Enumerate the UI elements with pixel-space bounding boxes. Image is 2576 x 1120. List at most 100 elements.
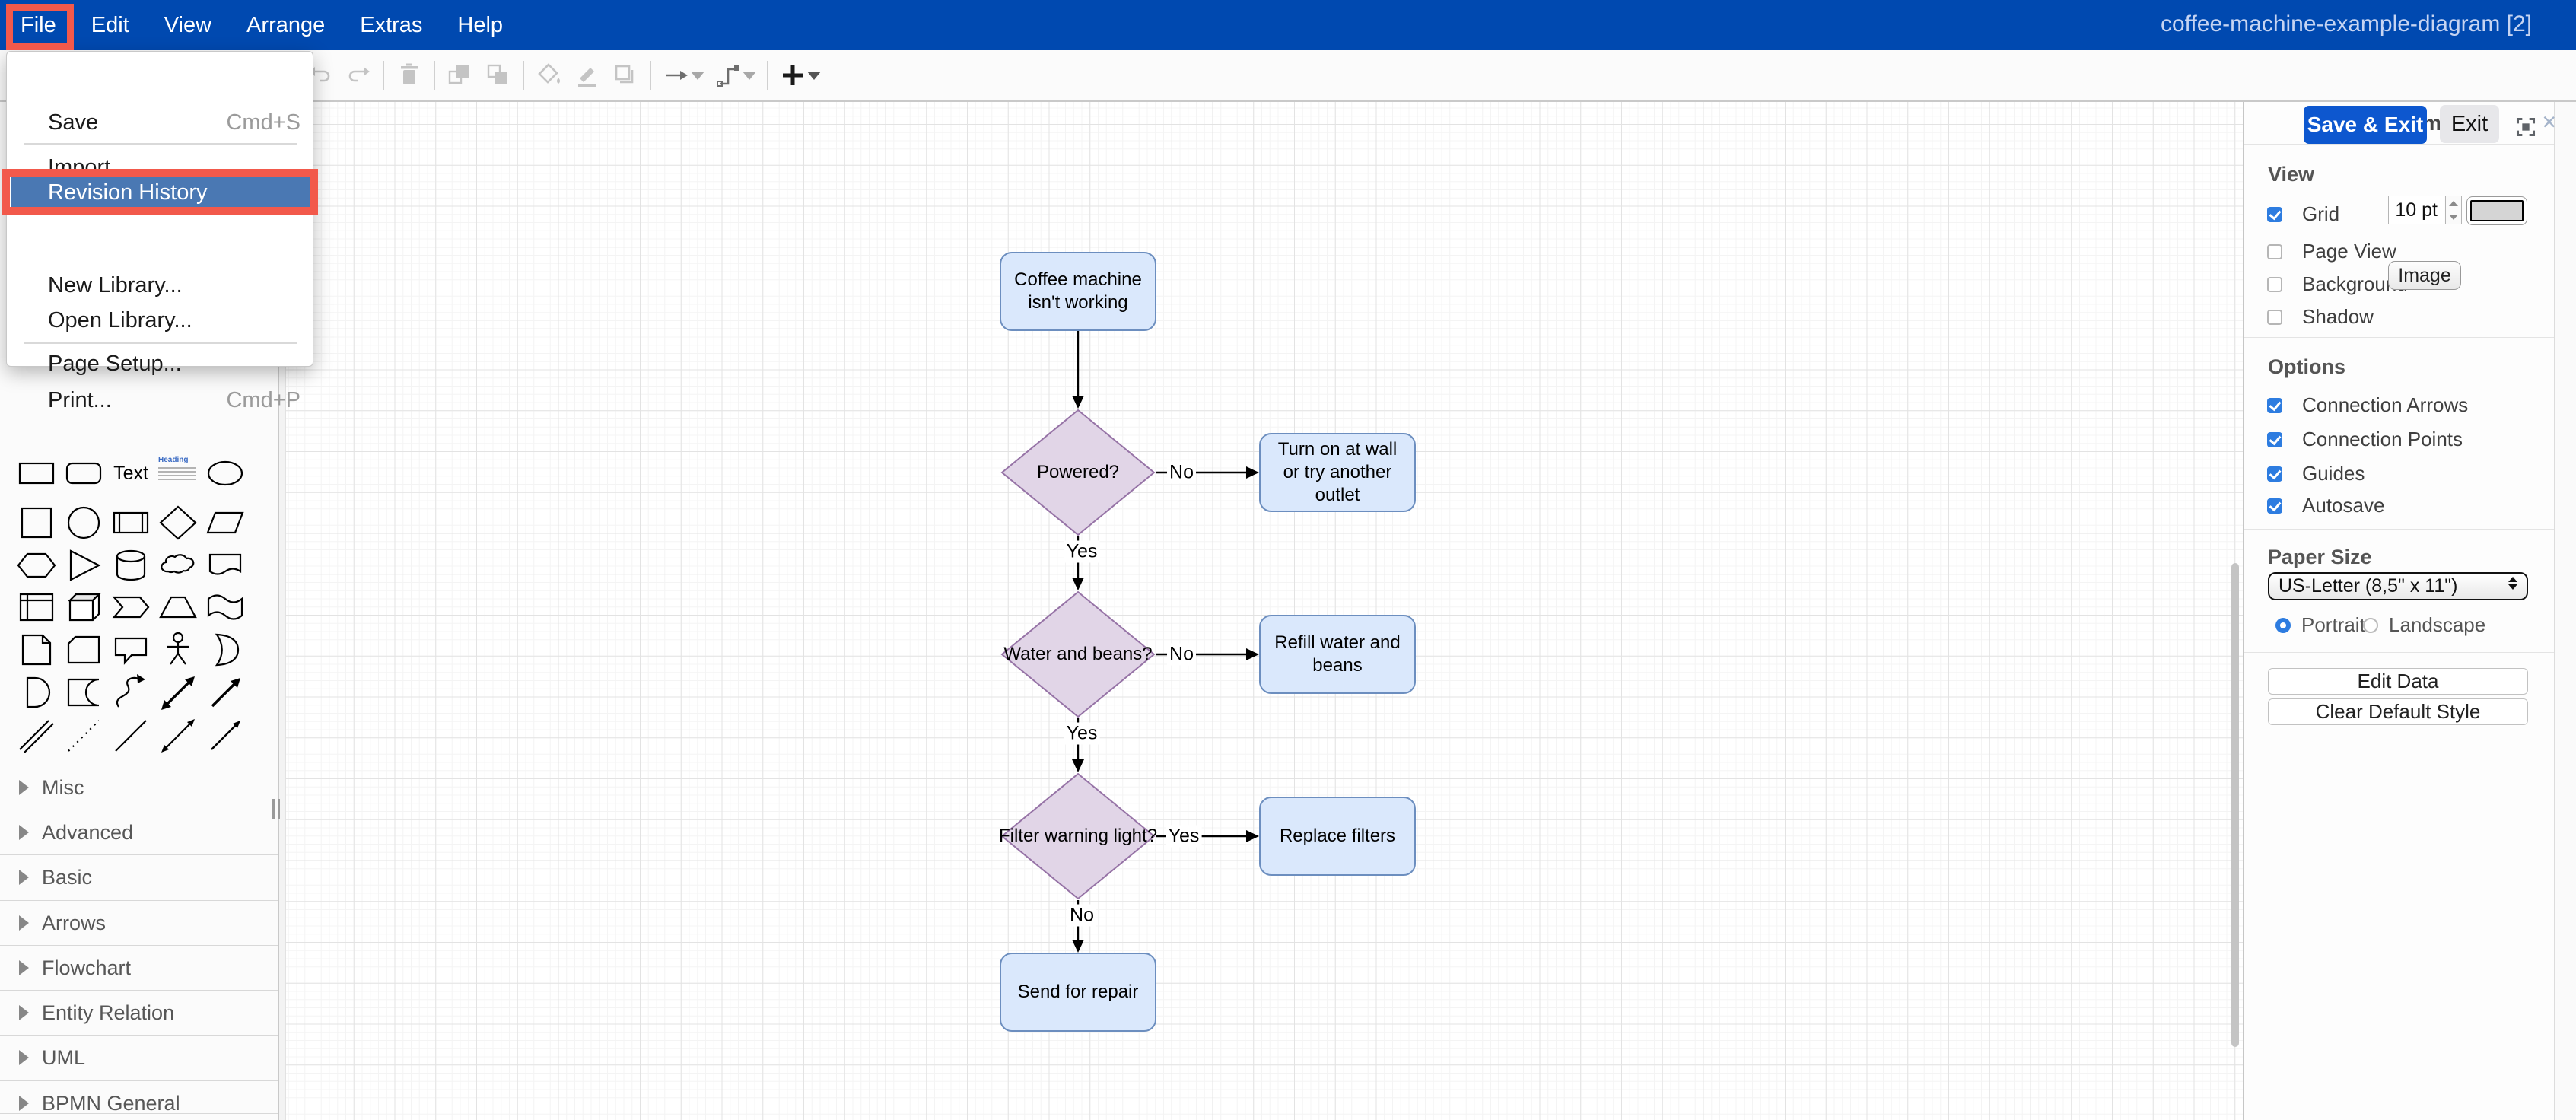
palette-shape-parallelogram[interactable]: [205, 504, 245, 542]
palette-shape-card[interactable]: [64, 631, 103, 669]
sidebar-section-misc[interactable]: Misc: [0, 765, 278, 810]
palette-shape-textbox[interactable]: Heading: [158, 454, 198, 492]
menu-extras[interactable]: Extras: [360, 13, 423, 37]
node-water[interactable]: Water and beans?: [1000, 590, 1156, 718]
exit-button[interactable]: Exit: [2440, 105, 2499, 143]
palette-shape-curve[interactable]: [111, 673, 151, 711]
sidebar-section-arrows[interactable]: Arrows: [0, 900, 278, 945]
node-refill[interactable]: Refill water and beans: [1259, 615, 1416, 694]
sidebar-section-basic[interactable]: Basic: [0, 854, 278, 899]
options-section-header: Options: [2268, 355, 2345, 378]
palette-shape-dotted-line[interactable]: [64, 716, 103, 754]
palette-shape-diamond[interactable]: [158, 504, 198, 542]
sidebar-section-flowchart[interactable]: Flowchart: [0, 945, 278, 990]
portrait-radio[interactable]: [2275, 617, 2291, 633]
waypoints-icon[interactable]: [709, 50, 747, 100]
palette-shape-double-line[interactable]: [17, 716, 56, 754]
fullscreen-icon[interactable]: [2515, 116, 2536, 138]
node-coffee[interactable]: Coffee machine isn't working: [1000, 252, 1156, 331]
palette-shape-cylinder[interactable]: [111, 546, 151, 584]
sidebar-resize-handle[interactable]: [272, 799, 280, 819]
menu-item-open-library[interactable]: Open Library...: [7, 306, 313, 335]
palette-shape-text[interactable]: Text: [111, 454, 151, 492]
section-label: Basic: [42, 865, 93, 889]
palette-shape-triangle[interactable]: [64, 546, 103, 584]
palette-shape-step[interactable]: [111, 588, 151, 626]
palette-shape-callout[interactable]: [111, 631, 151, 669]
chevron-down-icon[interactable]: [807, 71, 821, 80]
palette-shape-arrow[interactable]: [205, 673, 245, 711]
palette-shape-circle[interactable]: [64, 504, 103, 542]
paper-size-select[interactable]: US-Letter (8,5" x 11"): [2268, 572, 2528, 600]
node-powered[interactable]: Powered?: [1000, 409, 1156, 536]
palette-shape-tape[interactable]: [205, 588, 245, 626]
landscape-radio[interactable]: [2363, 617, 2378, 633]
grid-size-stepper[interactable]: [2445, 196, 2462, 224]
shadow-checkbox[interactable]: [2267, 309, 2282, 325]
menu-item-revision-history[interactable]: Revision History: [11, 177, 311, 208]
grid-checkbox[interactable]: [2267, 206, 2282, 222]
menu-arrange[interactable]: Arrange: [246, 13, 326, 37]
menu-item-page-setup[interactable]: Page Setup...: [7, 349, 313, 378]
node-filter[interactable]: Filter warning light?: [999, 772, 1157, 900]
background-image-button[interactable]: Image: [2388, 261, 2461, 290]
palette-shape-ellipse[interactable]: [205, 454, 245, 492]
palette-shape-actor[interactable]: [158, 631, 198, 669]
autosave-checkbox[interactable]: [2267, 498, 2282, 514]
sidebar-section-advanced[interactable]: Advanced: [0, 810, 278, 854]
connection-points-checkbox[interactable]: [2267, 431, 2282, 447]
canvas-vertical-scrollbar[interactable]: [2231, 563, 2239, 1047]
palette-shape-cloud[interactable]: [158, 546, 198, 584]
palette-shape-or[interactable]: [205, 631, 245, 669]
connection-arrows-checkbox[interactable]: [2267, 397, 2282, 413]
tool-strip: [301, 50, 825, 100]
palette-shape-note[interactable]: [17, 631, 56, 669]
palette-shape-trapezoid[interactable]: [158, 588, 198, 626]
node-replace[interactable]: Replace filters: [1259, 797, 1416, 876]
menu-item-label: New Library...: [48, 272, 183, 298]
panel-close-icon[interactable]: ×: [2542, 108, 2556, 135]
menu-file[interactable]: File: [21, 13, 56, 37]
palette-shape-data-storage[interactable]: [64, 673, 103, 711]
grid-size-input[interactable]: [2388, 196, 2444, 224]
palette-shape-document[interactable]: [205, 546, 245, 584]
menu-item-print[interactable]: Print...Cmd+P: [7, 386, 313, 415]
palette-shape-directional-connector[interactable]: [205, 716, 245, 754]
palette-shape-bidirectional-arrow[interactable]: [158, 673, 198, 711]
sidebar-section-bpmn-general[interactable]: BPMN General: [0, 1080, 278, 1120]
chevron-down-icon[interactable]: [691, 71, 704, 80]
menu-edit[interactable]: Edit: [91, 13, 129, 37]
node-send[interactable]: Send for repair: [1000, 953, 1156, 1032]
sidebar-section-entity-relation[interactable]: Entity Relation: [0, 990, 278, 1035]
node-label: Coffee machine isn't working: [1014, 269, 1142, 313]
insert-icon[interactable]: [774, 50, 812, 100]
background-checkbox[interactable]: [2267, 276, 2282, 292]
menu-help[interactable]: Help: [457, 13, 504, 37]
save-and-exit-button[interactable]: Save & Exit: [2304, 106, 2427, 144]
palette-shape-internal-storage[interactable]: [17, 588, 56, 626]
palette-shape-square[interactable]: [17, 504, 56, 542]
clear-default-style-button[interactable]: Clear Default Style: [2268, 698, 2528, 725]
menu-item-shortcut: Cmd+P: [226, 387, 301, 412]
chevron-down-icon[interactable]: [743, 71, 756, 80]
palette-shape-cube[interactable]: [64, 588, 103, 626]
connection-arrows-label: Connection Arrows: [2302, 393, 2469, 416]
sidebar-section-uml[interactable]: UML: [0, 1035, 278, 1080]
palette-shape-rectangle[interactable]: [17, 454, 56, 492]
node-turnon[interactable]: Turn on at wall or try another outlet: [1259, 433, 1416, 512]
palette-shape-process[interactable]: [111, 504, 151, 542]
edit-data-button[interactable]: Edit Data: [2268, 668, 2528, 695]
palette-shape-and[interactable]: [17, 673, 56, 711]
page-view-checkbox[interactable]: [2267, 243, 2282, 259]
palette-shape-rounded-rectangle[interactable]: [64, 454, 103, 492]
menu-view[interactable]: View: [164, 13, 212, 37]
palette-shape-line[interactable]: [111, 716, 151, 754]
connection-arrow-icon[interactable]: [657, 50, 695, 100]
palette-shape-bidirectional-connector[interactable]: [158, 716, 198, 754]
menu-item-new-library[interactable]: New Library...: [7, 271, 313, 300]
grid-color-button[interactable]: [2466, 196, 2527, 225]
guides-checkbox[interactable]: [2267, 466, 2282, 482]
palette-shape-hexagon[interactable]: [17, 546, 56, 584]
